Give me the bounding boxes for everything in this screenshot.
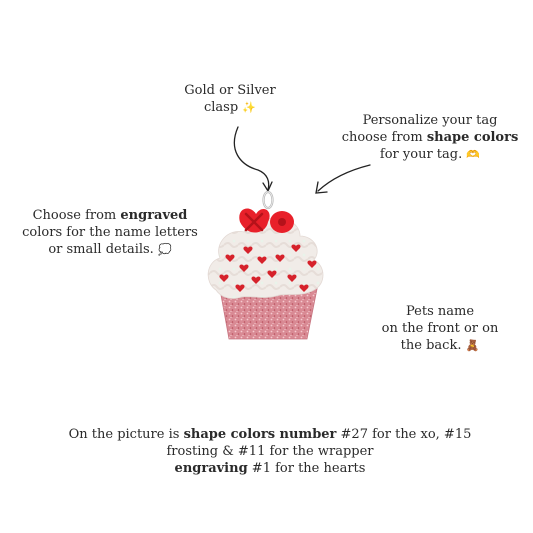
- desc-line1-suffix: #27 for the xo, #15: [336, 427, 472, 442]
- xo-topper: [239, 208, 294, 233]
- engraved-note-line1-bold: engraved: [120, 208, 188, 223]
- desc-line1-prefix: On the picture is: [68, 427, 184, 442]
- shape-colors-note: Personalize your tag choose from shape c…: [330, 112, 530, 163]
- desc-line3-bold: engraving: [174, 461, 248, 476]
- clasp-note-line2: clasp: [203, 100, 239, 115]
- shape-note-line3: for your tag.: [379, 147, 463, 162]
- desc-line1-bold: shape colors number: [183, 427, 337, 442]
- teddy-bear-icon: 🧸: [465, 339, 480, 352]
- clasp-note: Gold or Silver clasp ✨: [170, 82, 290, 116]
- pets-name-note: Pets name on the front or on the back. 🧸: [370, 303, 510, 354]
- picture-description: On the picture is shape colors number #2…: [60, 426, 480, 477]
- shape-note-line2-prefix: choose from: [341, 130, 427, 145]
- sparkles-icon: ✨: [242, 101, 257, 114]
- clasp-ring: [262, 190, 274, 210]
- engraved-note-line2: colors for the name letters: [22, 225, 198, 240]
- clasp-arrow-head: [262, 181, 273, 193]
- clasp-note-line1: Gold or Silver: [184, 83, 276, 98]
- shape-note-line2-bold: shape colors: [426, 130, 519, 145]
- thought-bubble-icon: 💭: [157, 243, 172, 256]
- shape-arrow: [317, 164, 371, 192]
- pets-note-line3: the back.: [400, 338, 462, 353]
- frosting-hearts: [219, 244, 317, 292]
- desc-line2: frosting & #11 for the wrapper: [166, 444, 374, 459]
- pets-note-line2: on the front or on: [381, 321, 499, 336]
- pets-note-line1: Pets name: [405, 304, 475, 319]
- shape-note-line1: Personalize your tag: [362, 113, 498, 128]
- shape-arrow-head: [315, 181, 328, 194]
- engraved-note-line3: or small details.: [48, 242, 154, 257]
- heart-hands-icon: 🫶: [466, 148, 481, 161]
- desc-line3-suffix: #1 for the hearts: [247, 461, 366, 476]
- engraved-note: Choose from engraved colors for the name…: [10, 207, 210, 258]
- engraved-note-line1-prefix: Choose from: [32, 208, 121, 223]
- clasp-arrow: [233, 126, 270, 191]
